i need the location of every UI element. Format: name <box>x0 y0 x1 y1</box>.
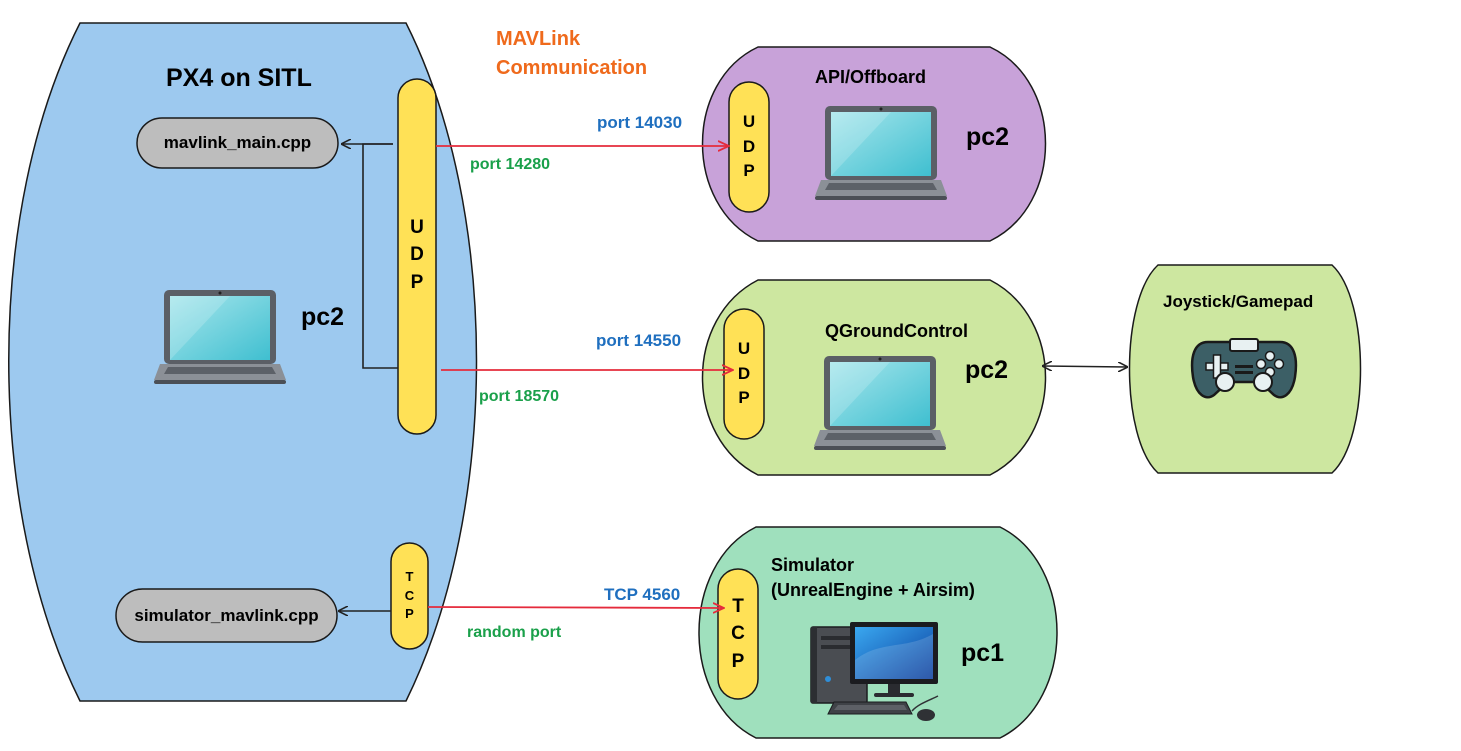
udp-letter: P <box>738 388 750 408</box>
port-label-sim-remote: TCP 4560 <box>604 585 681 604</box>
udp-letter: P <box>410 271 424 293</box>
udp-letter: U <box>737 339 751 359</box>
sim-tcp-text: T C P <box>718 587 758 681</box>
px4-udp-pill <box>397 78 437 435</box>
mavlink-main-label: mavlink_main.cpp <box>163 133 312 152</box>
api-offboard-title: API/Offboard <box>815 67 926 87</box>
sim-host-label: pc1 <box>961 639 1005 667</box>
udp-letter: D <box>742 136 756 156</box>
joystick-title: Joystick/Gamepad <box>1163 292 1314 311</box>
simulator-title-line1: Simulator <box>771 555 855 575</box>
simulator-mavlink-module <box>115 588 338 643</box>
desktop-computer-icon <box>810 622 939 721</box>
px4-tcp-text: T C P <box>391 560 428 632</box>
laptop-icon <box>814 356 946 450</box>
simulator-mavlink-label: simulator_mavlink.cpp <box>134 605 319 625</box>
api-udp-text: U D P <box>729 102 769 192</box>
udp-letter: P <box>743 161 755 181</box>
px4-sitl-title: PX4 on SITL <box>166 64 312 92</box>
port-label-api-remote: port 14030 <box>597 113 683 132</box>
udp-letter: D <box>737 363 751 383</box>
px4-udp-text: U D P <box>398 200 436 310</box>
link-px4-to-simulator <box>427 607 723 608</box>
port-label-sim-local: random port <box>467 624 562 641</box>
udp-letter: D <box>410 244 424 266</box>
udp-letter: U <box>410 216 424 238</box>
laptop-icon <box>154 290 286 384</box>
px4-host-label: pc2 <box>301 303 345 331</box>
port-label-qgc-remote: port 14550 <box>596 331 682 350</box>
udp-letter: U <box>742 112 756 132</box>
px4-tcp-pill <box>390 542 429 650</box>
port-label-api-local: port 14280 <box>470 156 551 173</box>
tcp-letter: P <box>405 606 414 622</box>
qgc-host-label: pc2 <box>965 356 1009 384</box>
sim-tcp-pill <box>717 568 759 700</box>
mavlink-main-module <box>136 117 339 169</box>
gamepad-icon <box>1190 338 1298 399</box>
laptop-icon <box>815 106 947 200</box>
mavlink-communication-title: MAVLink Communication <box>496 28 648 79</box>
link-qgc-joystick <box>1043 366 1127 367</box>
qgroundcontrol-title: QGroundControl <box>825 321 968 341</box>
tcp-letter: P <box>731 650 745 672</box>
port-label-qgc-local: port 18570 <box>479 388 560 405</box>
tcp-letter: C <box>731 623 745 645</box>
tcp-letter: T <box>732 595 744 617</box>
api-host-label: pc2 <box>966 123 1010 151</box>
tcp-letter: C <box>404 587 415 603</box>
tcp-letter: T <box>405 568 414 584</box>
simulator-title-line2: (UnrealEngine + Airsim) <box>771 580 975 600</box>
qgc-udp-text: U D P <box>724 329 764 419</box>
